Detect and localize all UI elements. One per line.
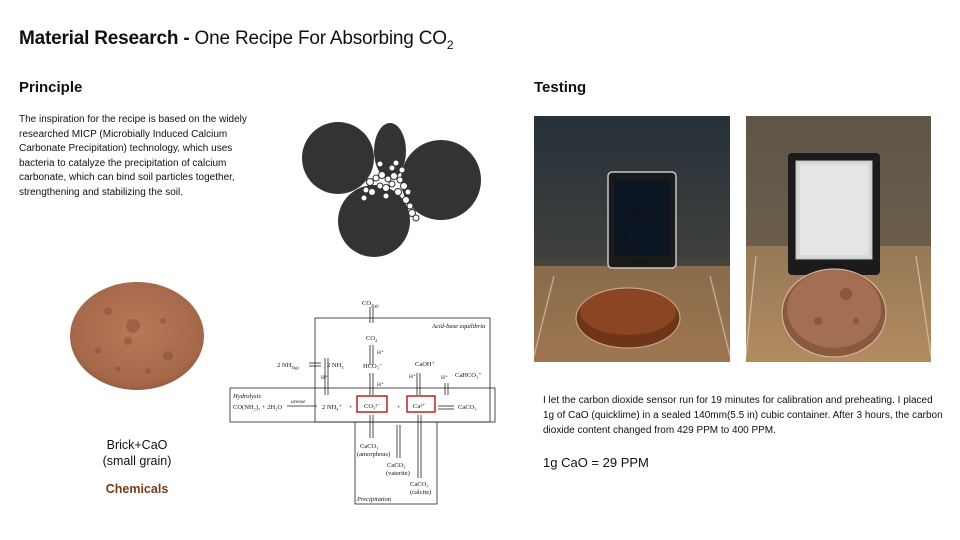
calcite-line2: (calcite): [410, 489, 431, 496]
hplus-label-1: H⁺: [377, 349, 384, 356]
co2-sub: 2: [375, 338, 377, 343]
sample-label-line1: Brick+CaO: [106, 438, 168, 452]
meter-temperature: 73: [618, 232, 629, 242]
nh3-sub: 3: [341, 365, 344, 370]
amorphous-line1: CaCO₃: [360, 443, 379, 450]
meter2-brand: Newentor: [824, 263, 844, 268]
page-title: Material Research - One Recipe For Absor…: [19, 28, 454, 52]
svg-text:CO2(g): CO2(g): [362, 300, 379, 308]
title-subscript: 2: [446, 37, 454, 52]
co2g-text: CO: [362, 300, 371, 307]
svg-text:2 NH3: 2 NH3: [327, 362, 344, 370]
urease-label: urease: [291, 399, 306, 405]
particle-bonding-illustration: [302, 122, 481, 257]
meter-time: 0:19: [618, 245, 640, 255]
hplus-label-3: H⁺: [377, 381, 384, 388]
sample-label-line2: (small grain): [102, 454, 172, 468]
meter-humidity: 33: [652, 232, 663, 242]
hplus-label-5: H⁺: [441, 374, 448, 381]
highlight-boxes: [356, 395, 436, 413]
plus-sign-1: +: [349, 404, 353, 411]
calcite-line1: CaCO₃: [410, 481, 429, 488]
testing-heading: Testing: [534, 79, 587, 96]
caoh-label: CaOH⁺: [415, 361, 436, 368]
svg-text:2 NH3(g): 2 NH3(g): [277, 362, 299, 370]
ca2-label: Ca²⁺: [413, 403, 426, 410]
co2-meter-photo-initial: CO₂ 429 73 33 0:19 Newentor: [534, 116, 730, 362]
micp-reaction-diagram: CO2(g) Acid-base equilibria CO2 H⁺ 2 NH3…: [229, 300, 496, 505]
vaterite-line1: CaCO₃: [387, 462, 406, 469]
hydrolysis-label: Hydrolysis: [232, 393, 261, 400]
vaterite-line2: (vaterite): [386, 470, 410, 477]
meter-ppm: 429: [627, 205, 658, 225]
co32-label: CO₃²⁻: [364, 403, 381, 410]
plus-sign-2: +: [397, 404, 401, 411]
sample-label: Brick+CaO (small grain): [72, 437, 202, 469]
meter-brand: Newentor: [632, 260, 652, 265]
hplus-label-4: H⁺: [409, 373, 416, 380]
cahco3-label: CaHCO₃⁺: [455, 372, 482, 379]
nh3-text: 2 NH: [327, 362, 342, 369]
brick-cao-sample-photo: [70, 282, 204, 390]
svg-text:CO2: CO2: [366, 335, 377, 343]
hplus-label-2: H⁺: [321, 374, 328, 381]
precipitation-label: Precipitation: [356, 496, 391, 503]
result-formula: 1g CaO = 29 PPM: [543, 455, 649, 470]
chemicals-label: Chemicals: [105, 482, 169, 496]
co2-text: CO: [366, 335, 375, 342]
title-normal: One Recipe For Absorbing CO: [194, 28, 447, 49]
nh3g-text: 2 NH: [277, 362, 292, 369]
amorphous-line2: (amorphous): [357, 451, 390, 458]
meter-label: CO₂: [636, 197, 648, 203]
acid-base-label: Acid-base equilibria: [431, 323, 485, 330]
caco3-label: CaCO₃: [458, 404, 477, 411]
title-bold: Material Research -: [19, 28, 190, 49]
hco3-label: HCO₃⁻: [363, 363, 383, 370]
co2g-sub: 2(g): [371, 303, 379, 308]
nh4-label: 2 NH₄⁺: [322, 404, 343, 411]
precipitation-box: [354, 421, 438, 505]
nh3g-sub: 3(g): [291, 365, 299, 370]
co2-meter-photo-final: Newentor: [746, 116, 931, 362]
principle-text: The inspiration for the recipe is based …: [19, 114, 247, 198]
principle-heading: Principle: [19, 79, 83, 96]
testing-description: I let the carbon dioxide sensor run for …: [543, 395, 943, 436]
urea-equation: CO(NH₂)₂ + 2H₂O: [233, 404, 282, 411]
